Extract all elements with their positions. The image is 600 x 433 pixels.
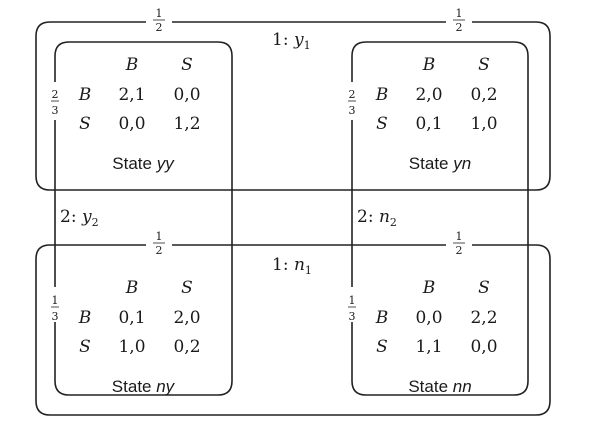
row-event-label-y1: 1: y1 bbox=[272, 30, 311, 52]
state-prob-den: 3 bbox=[52, 104, 59, 117]
state-name: State nn bbox=[408, 377, 471, 396]
col-header: S bbox=[478, 278, 490, 298]
state-name: State yy bbox=[112, 154, 175, 173]
col-event-box-y2 bbox=[54, 41, 233, 396]
state-name: State yn bbox=[409, 154, 471, 173]
payoff-cell: 0,1 bbox=[415, 114, 442, 134]
row-header: B bbox=[78, 308, 92, 328]
svg-text:2: 2 bbox=[456, 21, 463, 34]
row-header: S bbox=[376, 114, 388, 134]
state-name-prefix: State bbox=[112, 154, 156, 173]
state-prob-den: 3 bbox=[349, 104, 356, 117]
col-header: B bbox=[422, 278, 436, 298]
state-name-prefix: State bbox=[408, 377, 452, 396]
col-header: B bbox=[125, 55, 139, 75]
payoff-cell: 0,0 bbox=[118, 114, 145, 134]
col-event-label-n2: 2: n2 bbox=[357, 207, 397, 229]
col-event-label-y2: 2: y2 bbox=[60, 207, 99, 229]
svg-text:1: 1 bbox=[456, 230, 463, 243]
row-header: B bbox=[375, 85, 389, 105]
col-header: S bbox=[181, 278, 193, 298]
row-prob-y1-right: 1 2 bbox=[453, 7, 465, 34]
payoff-cell: 1,2 bbox=[173, 114, 200, 134]
state-name: State ny bbox=[112, 377, 176, 396]
svg-text:1: 1 bbox=[156, 230, 163, 243]
payoff-cell: 1,1 bbox=[415, 337, 442, 357]
svg-text:2: 2 bbox=[156, 244, 163, 257]
state-name-var: yy bbox=[156, 154, 176, 173]
row-event-box-y1 bbox=[35, 21, 551, 191]
state-name-prefix: State bbox=[409, 154, 453, 173]
row-header: B bbox=[375, 308, 389, 328]
row-prob-n1: 1 2 bbox=[153, 230, 165, 257]
state-prob-num: 2 bbox=[52, 88, 59, 101]
payoff-cell: 2,2 bbox=[470, 308, 497, 328]
row-event-box-n1 bbox=[35, 244, 551, 416]
state-prob-den: 3 bbox=[349, 310, 356, 323]
row-header: S bbox=[79, 337, 91, 357]
col-header: S bbox=[478, 55, 490, 75]
payoff-cell: 0,2 bbox=[173, 337, 200, 357]
state-prob-num: 1 bbox=[349, 294, 356, 307]
row-header: S bbox=[376, 337, 388, 357]
col-event-box-n2 bbox=[351, 41, 529, 396]
col-header: B bbox=[422, 55, 436, 75]
col-header: B bbox=[125, 278, 139, 298]
row-prob-y1: 1 2 bbox=[153, 7, 165, 34]
state-name-prefix: State bbox=[112, 377, 156, 396]
state-name-var: ny bbox=[156, 377, 175, 396]
payoff-cell: 1,0 bbox=[470, 114, 497, 134]
row-event-label-n1: 1: n1 bbox=[272, 255, 312, 277]
payoff-cell: 2,1 bbox=[118, 85, 145, 105]
svg-text:2: 2 bbox=[156, 21, 163, 34]
state-prob-num: 2 bbox=[349, 88, 356, 101]
payoff-cell: 2,0 bbox=[173, 308, 200, 328]
payoff-cell: 0,0 bbox=[470, 337, 497, 357]
state-name-var: nn bbox=[453, 377, 472, 396]
state-prob-num: 1 bbox=[52, 294, 59, 307]
payoff-cell: 0,0 bbox=[173, 85, 200, 105]
state-prob-den: 3 bbox=[52, 310, 59, 323]
col-header: S bbox=[181, 55, 193, 75]
row-prob-n1-right: 1 2 bbox=[453, 230, 465, 257]
row-header: S bbox=[79, 114, 91, 134]
payoff-cell: 0,0 bbox=[415, 308, 442, 328]
payoff-cell: 1,0 bbox=[118, 337, 145, 357]
row-header: B bbox=[78, 85, 92, 105]
payoff-cell: 0,1 bbox=[118, 308, 145, 328]
state-name-var: yn bbox=[452, 154, 471, 173]
payoff-cell: 2,0 bbox=[415, 85, 442, 105]
svg-text:2: 2 bbox=[456, 244, 463, 257]
svg-text:1: 1 bbox=[156, 7, 163, 20]
svg-text:1: 1 bbox=[456, 7, 463, 20]
payoff-cell: 0,2 bbox=[470, 85, 497, 105]
